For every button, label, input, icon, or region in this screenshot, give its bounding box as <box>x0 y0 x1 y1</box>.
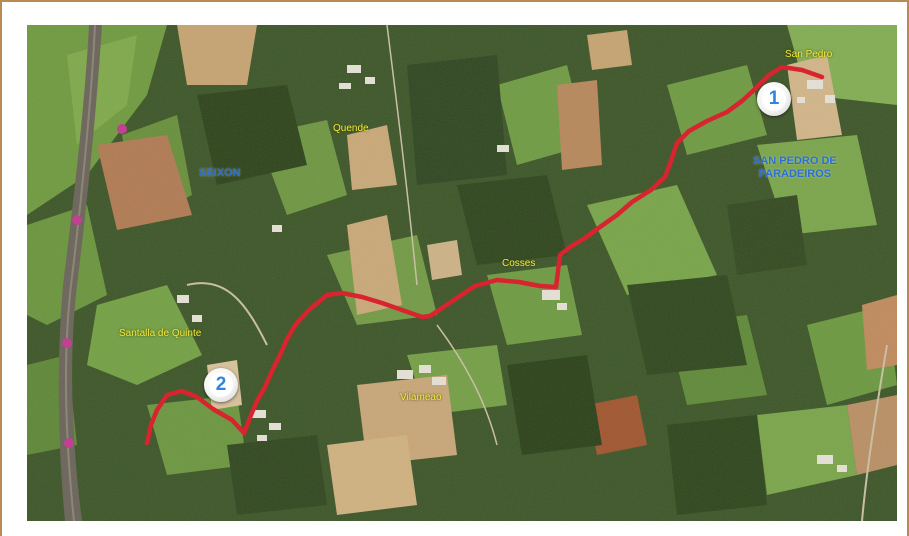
label-parish-line: PARADEIROS <box>758 168 832 180</box>
label-parish-line: SAN PEDRO DE <box>753 155 837 167</box>
end-marker-number: 2 <box>209 373 233 397</box>
route-line <box>144 64 825 446</box>
label-santalla: Santalla de Quinte <box>119 328 202 339</box>
label-cosses: Cosses <box>502 258 536 269</box>
start-marker-number: 1 <box>762 87 786 111</box>
label-vilameao: Vilameao <box>400 392 442 403</box>
start-marker[interactable]: 1 <box>757 82 791 116</box>
label-san-pedro: San Pedro <box>785 49 833 60</box>
label-seixon: SEIXON <box>199 167 241 179</box>
label-quenda: Quende <box>333 123 369 134</box>
end-marker[interactable]: 2 <box>204 368 238 402</box>
aerial-photo <box>27 25 897 521</box>
